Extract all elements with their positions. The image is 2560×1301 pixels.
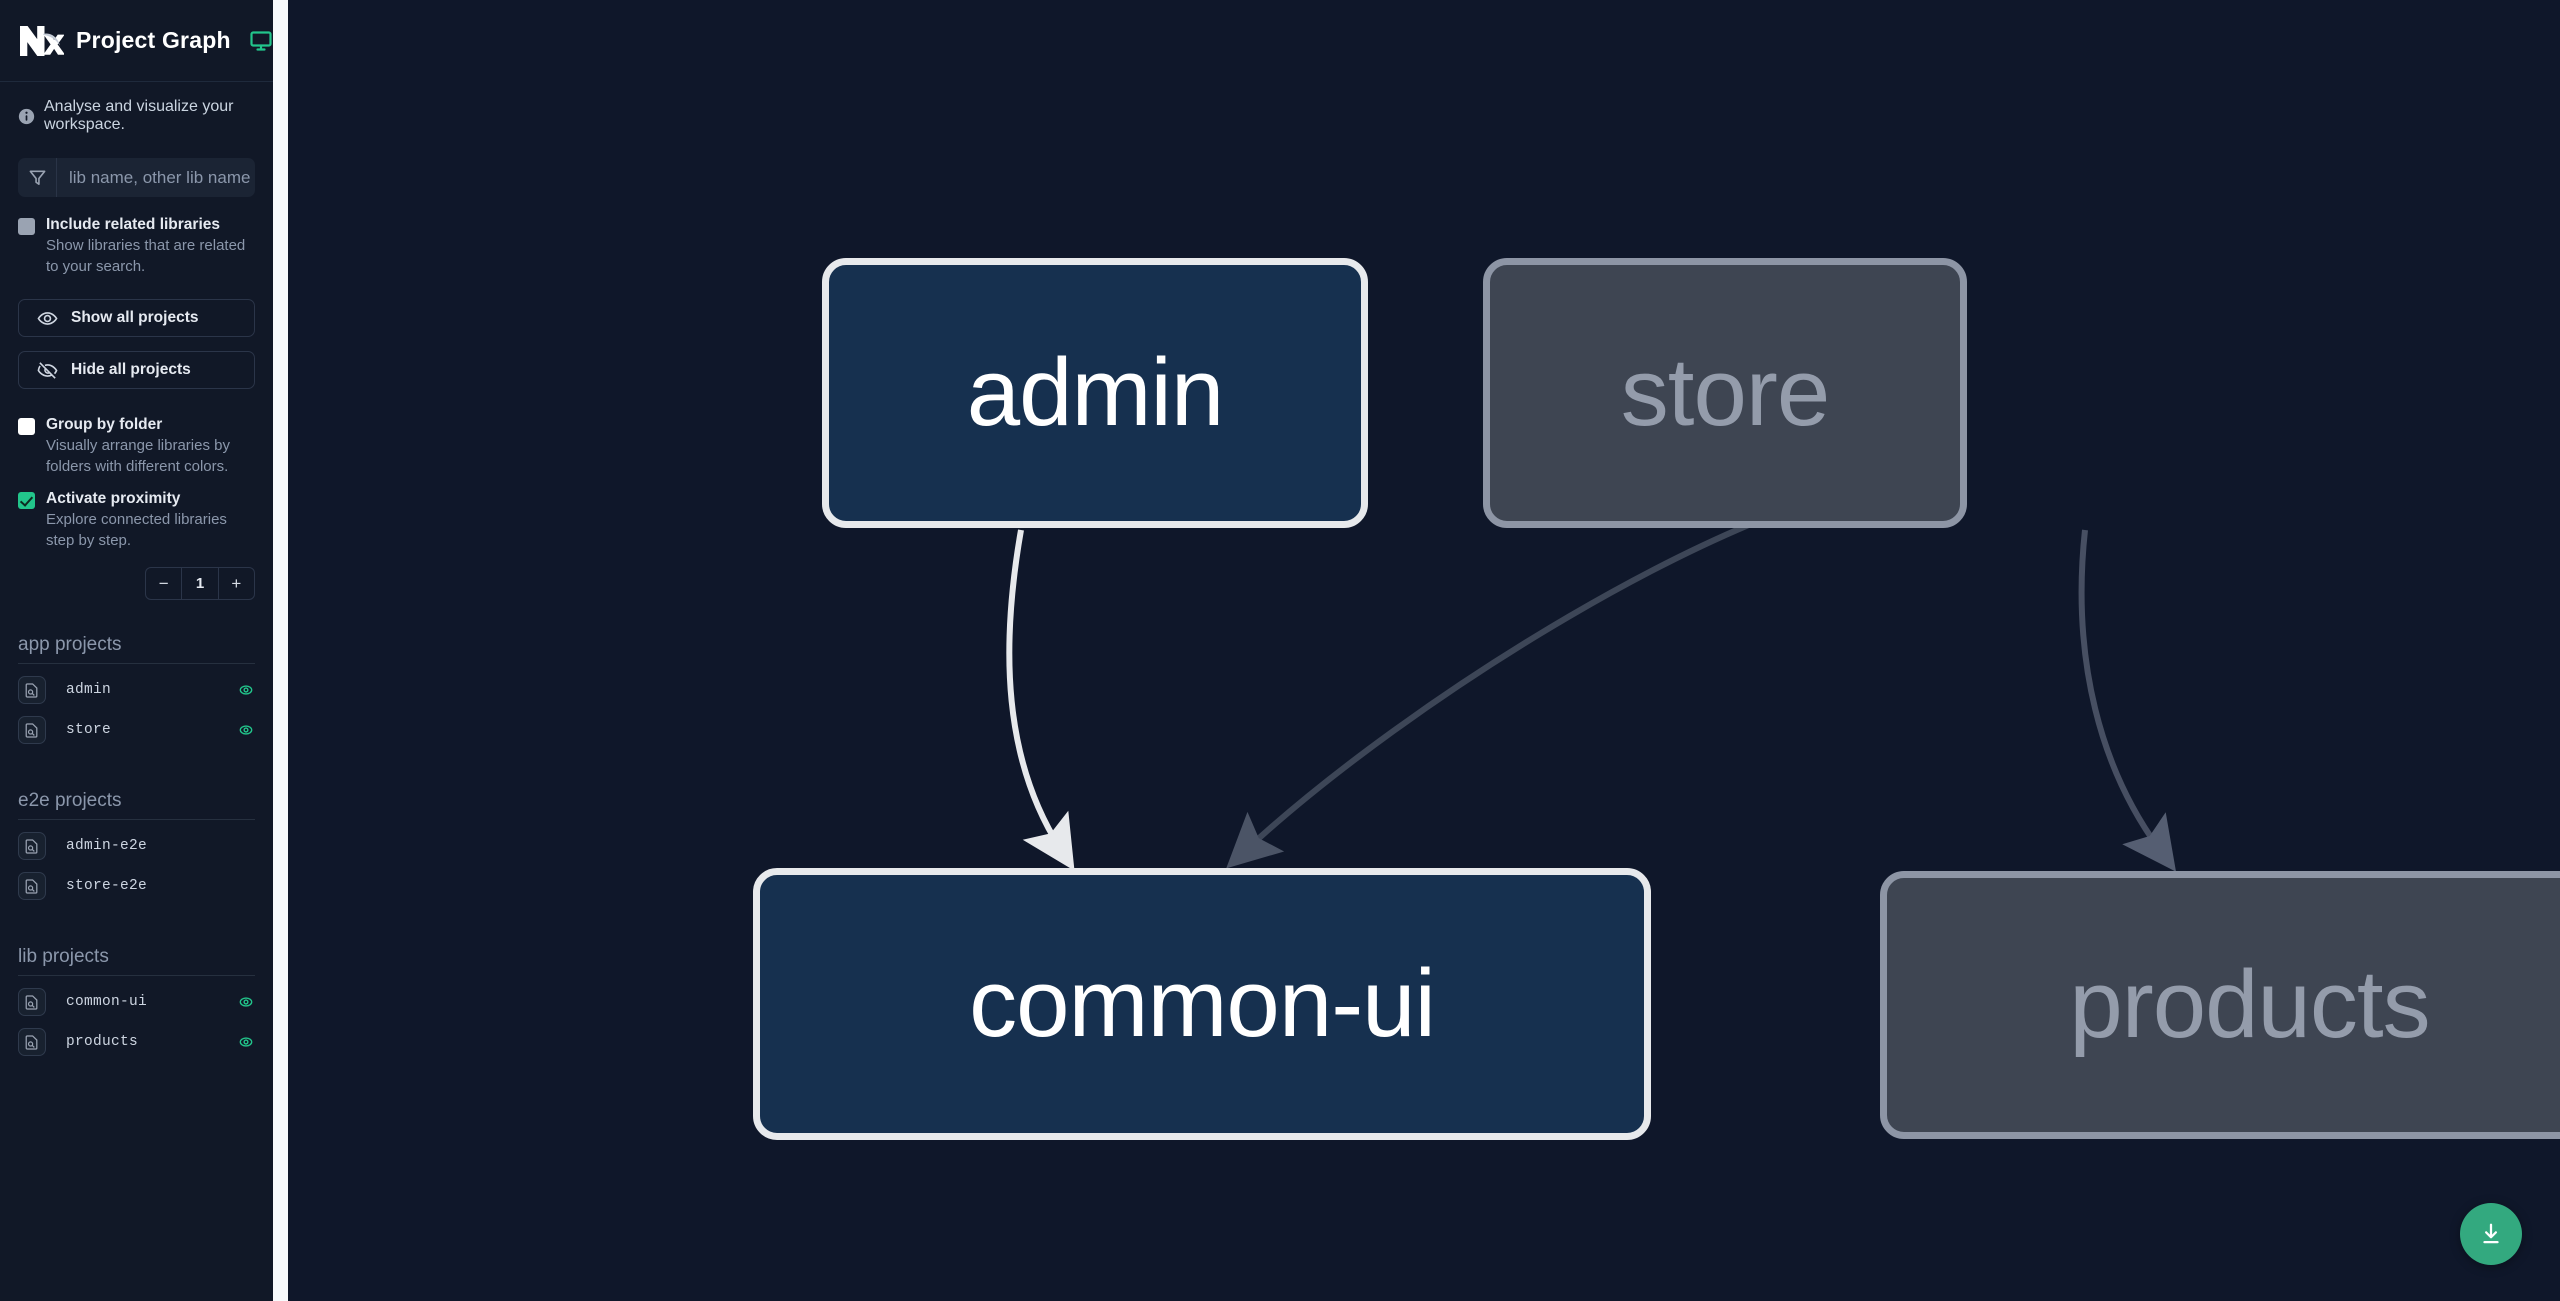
option-activate-proximity[interactable]: Activate proximity Explore connected lib… [0, 477, 273, 551]
group-title-app-projects: app projects [18, 634, 255, 664]
project-list: app projects admin [0, 634, 273, 1062]
graph-node-common-ui[interactable]: common-ui [753, 868, 1651, 1140]
project-name: common-ui [66, 994, 148, 1010]
project-row-store-e2e[interactable]: store-e2e [18, 866, 255, 906]
option-label: Activate proximity [46, 490, 181, 507]
funnel-icon [18, 158, 57, 197]
graph-node-label: admin [966, 339, 1224, 446]
eye-visible-icon[interactable] [237, 1033, 255, 1051]
download-icon [2478, 1221, 2504, 1247]
project-name: store-e2e [66, 878, 148, 894]
proximity-decrement-button[interactable]: − [146, 568, 181, 599]
project-row-admin-e2e[interactable]: admin-e2e [18, 826, 255, 866]
project-row-products[interactable]: products [18, 1022, 255, 1062]
project-row-store[interactable]: store [18, 710, 255, 750]
project-name: admin-e2e [66, 838, 148, 854]
edge-store-to-products [2078, 529, 2177, 872]
workspace-note-text: Analyse and visualize your workspace. [44, 98, 234, 133]
show-all-projects-label: Show all projects [71, 309, 199, 326]
download-graph-button[interactable] [2460, 1203, 2522, 1265]
sidebar-scrollbar[interactable] [273, 0, 288, 1301]
page-title: Project Graph [76, 27, 231, 53]
project-icon [18, 872, 46, 900]
project-name: products [66, 1034, 139, 1050]
edge-store-to-common-ui [1226, 475, 1906, 869]
proximity-increment-button[interactable]: + [219, 568, 254, 599]
proximity-stepper[interactable]: − 1 + [145, 567, 255, 600]
eye-visible-icon[interactable] [237, 681, 255, 699]
eye-off-icon [37, 360, 58, 381]
nx-logo-icon [18, 20, 65, 62]
eye-visible-icon[interactable] [237, 721, 255, 739]
project-icon [18, 716, 46, 744]
search-field[interactable] [18, 158, 255, 197]
eye-icon [37, 308, 58, 329]
project-icon [18, 1028, 46, 1056]
hide-all-projects-label: Hide all projects [71, 361, 191, 378]
graph-node-admin[interactable]: admin [822, 258, 1368, 528]
project-row-common-ui[interactable]: common-ui [18, 982, 255, 1022]
project-icon [18, 832, 46, 860]
info-icon [18, 108, 35, 125]
search-input[interactable] [57, 158, 255, 197]
hide-all-projects-button[interactable]: Hide all projects [18, 351, 255, 389]
project-name: store [66, 722, 112, 738]
project-icon [18, 676, 46, 704]
project-name: admin [66, 682, 112, 698]
proximity-value: 1 [181, 568, 219, 599]
graph-node-products[interactable]: products [1880, 871, 2560, 1139]
option-description: Explore connected libraries step by step… [46, 511, 227, 549]
eye-visible-icon[interactable] [237, 993, 255, 1011]
sidebar: Project Graph Analyse and visualize your… [0, 0, 273, 1301]
option-label: Include related libraries [46, 216, 221, 233]
show-all-projects-button[interactable]: Show all projects [18, 299, 255, 337]
graph-node-label: products [2069, 951, 2430, 1058]
checkbox-include-related-libraries[interactable] [18, 218, 35, 235]
graph-node-store[interactable]: store [1483, 258, 1967, 528]
option-group-by-folder[interactable]: Group by folder Visually arrange librari… [0, 389, 273, 477]
project-icon [18, 988, 46, 1016]
option-description: Show libraries that are related to your … [46, 237, 246, 275]
option-description: Visually arrange libraries by folders wi… [46, 437, 230, 475]
checkbox-activate-proximity[interactable] [18, 492, 35, 509]
project-row-admin[interactable]: admin [18, 670, 255, 710]
graph-canvas[interactable]: admin store common-ui products [288, 0, 2560, 1301]
option-include-related-libraries[interactable]: Include related libraries Show libraries… [0, 197, 273, 277]
group-title-e2e-projects: e2e projects [18, 790, 255, 820]
sidebar-header: Project Graph [0, 0, 273, 82]
graph-node-label: store [1620, 339, 1830, 446]
proximity-stepper-wrap: − 1 + [0, 551, 273, 600]
option-label: Group by folder [46, 416, 163, 433]
group-title-lib-projects: lib projects [18, 946, 255, 976]
checkbox-group-by-folder[interactable] [18, 418, 35, 435]
edge-admin-to-common-ui [1006, 529, 1075, 871]
graph-node-label: common-ui [969, 950, 1436, 1057]
workspace-note: Analyse and visualize your workspace. [0, 82, 273, 134]
monitor-icon[interactable] [249, 29, 273, 53]
